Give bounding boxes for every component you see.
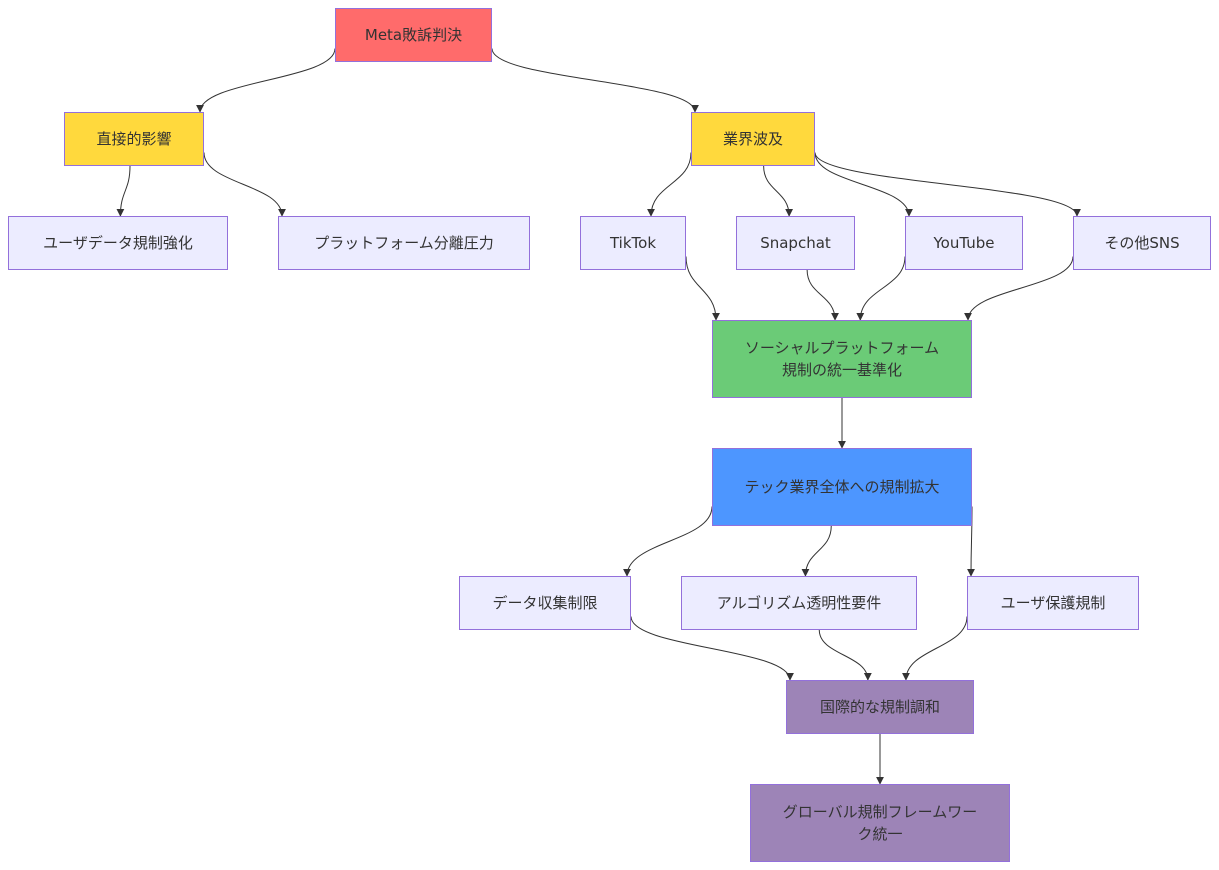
edge-meta-direct bbox=[196, 48, 336, 113]
node-label: ユーザデータ規制強化 bbox=[43, 234, 193, 252]
node-label: その他SNS bbox=[1104, 234, 1180, 252]
edge-direct-userdata bbox=[116, 165, 131, 217]
node-label: 業界波及 bbox=[722, 130, 783, 148]
edge-expand-collect bbox=[623, 506, 713, 577]
edge-industry-othersns bbox=[814, 152, 1081, 217]
node-other-sns: その他SNS bbox=[1073, 216, 1211, 270]
node-label: YouTube bbox=[933, 234, 995, 252]
edge-othersns-standard bbox=[964, 256, 1074, 321]
node-label: ユーザ保護規制 bbox=[1000, 594, 1106, 612]
node-direct-impact: 直接的影響 bbox=[64, 112, 204, 166]
node-label: プラットフォーム分離圧力 bbox=[314, 234, 494, 252]
node-label: ソーシャルプラットフォーム規制の統一基準化 bbox=[744, 339, 940, 379]
node-label: テック業界全体への規制拡大 bbox=[744, 478, 940, 496]
node-tiktok: TikTok bbox=[580, 216, 686, 270]
edge-industry-youtube bbox=[814, 152, 913, 217]
node-label: TikTok bbox=[609, 234, 657, 252]
node-youtube: YouTube bbox=[905, 216, 1023, 270]
edge-collect-intl bbox=[630, 616, 794, 681]
node-label: グローバル規制フレームワーク統一 bbox=[782, 803, 978, 843]
node-user-protection: ユーザ保護規制 bbox=[967, 576, 1139, 630]
node-snapchat: Snapchat bbox=[736, 216, 855, 270]
edge-industry-tiktok bbox=[647, 152, 692, 217]
node-platform-separation: プラットフォーム分離圧力 bbox=[278, 216, 530, 270]
edge-industry-snapchat bbox=[763, 165, 794, 217]
node-label: Meta敗訴判決 bbox=[364, 26, 463, 44]
node-industry-spread: 業界波及 bbox=[691, 112, 815, 166]
edge-meta-industry bbox=[491, 48, 699, 113]
edge-expand-algo bbox=[801, 525, 832, 577]
edge-snapchat-standard bbox=[806, 269, 840, 321]
node-global-framework: グローバル規制フレームワーク統一 bbox=[750, 784, 1010, 862]
node-international-harmonization: 国際的な規制調和 bbox=[786, 680, 974, 734]
edge-youtube-standard bbox=[856, 256, 906, 321]
node-label: 直接的影響 bbox=[96, 130, 172, 148]
node-algorithm-transparency: アルゴリズム透明性要件 bbox=[681, 576, 917, 630]
node-unified-standard: ソーシャルプラットフォーム規制の統一基準化 bbox=[712, 320, 972, 398]
edge-direct-split bbox=[203, 152, 286, 217]
node-label: 国際的な規制調和 bbox=[819, 698, 940, 716]
node-tech-regulation-expansion: テック業界全体への規制拡大 bbox=[712, 448, 972, 526]
node-user-data-regulation: ユーザデータ規制強化 bbox=[8, 216, 228, 270]
node-meta-verdict: Meta敗訴判決 bbox=[335, 8, 492, 62]
edge-tiktok-standard bbox=[685, 256, 720, 321]
node-data-collection-limit: データ収集制限 bbox=[459, 576, 631, 630]
node-label: アルゴリズム透明性要件 bbox=[716, 594, 882, 612]
edge-algo-intl bbox=[818, 629, 872, 681]
edge-protect-intl bbox=[901, 616, 968, 681]
node-label: Snapchat bbox=[760, 234, 831, 252]
node-label: データ収集制限 bbox=[492, 594, 598, 612]
